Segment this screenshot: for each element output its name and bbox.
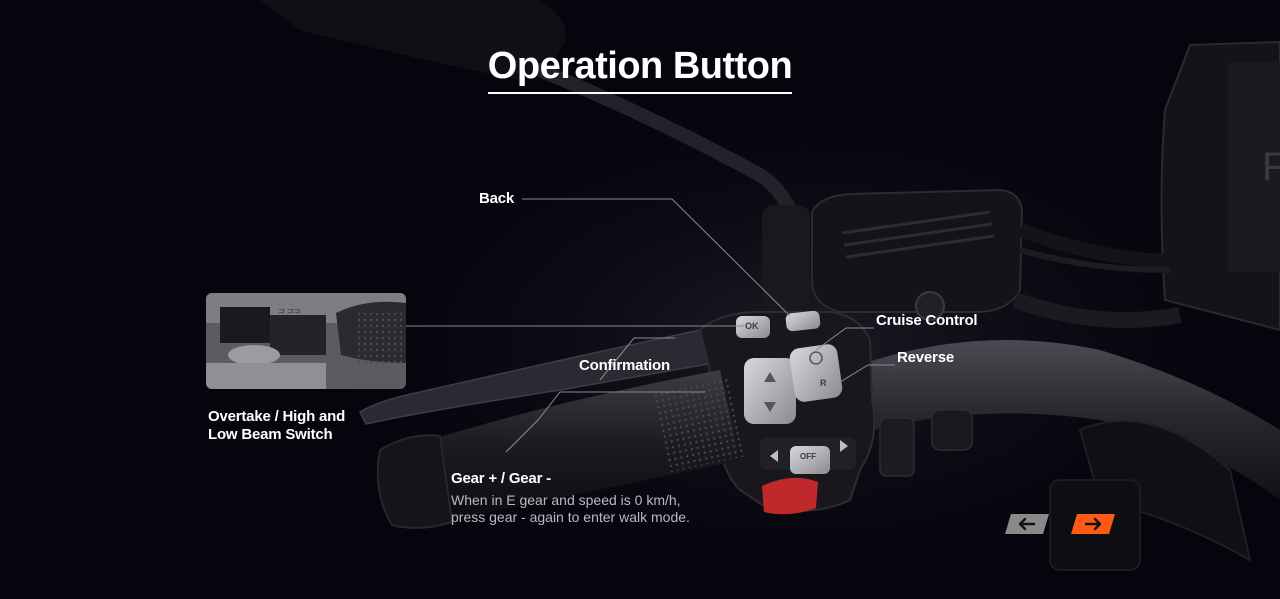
svg-text:⊐ ⊐⊐: ⊐ ⊐⊐ bbox=[278, 306, 300, 315]
page-title-wrap: Operation Button bbox=[0, 44, 1280, 94]
off-key-label: OFF bbox=[800, 452, 816, 461]
back-label: Back bbox=[479, 190, 515, 207]
cruise-control-label: Cruise Control bbox=[876, 312, 978, 329]
arrow-right-icon bbox=[1071, 514, 1115, 534]
overtake-switch-inset: ⊐ ⊐⊐ bbox=[206, 293, 406, 389]
next-button[interactable] bbox=[1071, 514, 1115, 534]
ok-key-label: OK bbox=[745, 321, 759, 331]
page-title: Operation Button bbox=[487, 44, 793, 94]
overtake-label: Overtake / High and Low Beam Switch bbox=[208, 408, 346, 443]
svg-text:F: F bbox=[1262, 145, 1280, 189]
overtake-switch-image: ⊐ ⊐⊐ bbox=[206, 293, 406, 389]
gear-label: Gear + / Gear - bbox=[451, 470, 551, 487]
arrow-left-icon bbox=[1005, 514, 1049, 534]
confirmation-label: Confirmation bbox=[579, 357, 670, 374]
reverse-label: Reverse bbox=[897, 349, 954, 366]
gear-description: When in E gear and speed is 0 km/h, pres… bbox=[451, 492, 690, 525]
prev-button[interactable] bbox=[1005, 514, 1049, 534]
reverse-key-label: R bbox=[820, 378, 827, 388]
